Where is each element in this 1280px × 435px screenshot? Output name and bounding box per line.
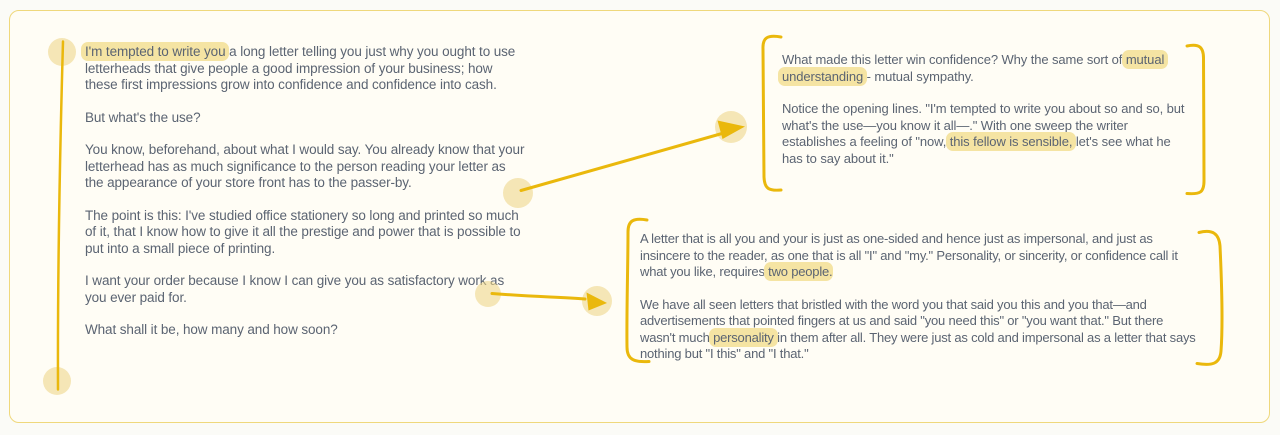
highlighted-text: I'm tempted to write you: [81, 42, 230, 61]
paragraph: What made this letter win confidence? Wh…: [778, 50, 1186, 86]
paragraph: I'm tempted to write you a long letter t…: [81, 42, 525, 94]
text-segment: let's see what he has to say about it.": [782, 134, 1171, 166]
text-segment: I want your order because I know I can g…: [85, 273, 505, 305]
text-segment: in them after all. They were just as col…: [640, 329, 1196, 362]
text-segment: - mutual sympathy.: [863, 68, 974, 84]
text-segment: What made this letter win confidence? Wh…: [782, 52, 1126, 67]
paragraph: What shall it be, how many and how soon?: [85, 322, 525, 339]
letter-text-column: I'm tempted to write you a long letter t…: [81, 42, 525, 355]
text-segment: a long letter telling you just why you o…: [85, 44, 516, 92]
text-segment: The point is this: I've studied office s…: [85, 207, 521, 256]
commentary-note-top: What made this letter win confidence? Wh…: [778, 50, 1186, 183]
text-segment: .: [829, 264, 833, 279]
paragraph: Notice the opening lines. "I'm tempted t…: [782, 101, 1186, 167]
highlighted-text: personality: [709, 327, 778, 347]
text-segment: A letter that is all you and your is jus…: [640, 231, 1178, 279]
paragraph: You know, beforehand, about what I would…: [85, 142, 525, 192]
highlighted-text: two people: [764, 262, 834, 281]
paragraph: A letter that is all you and your is jus…: [640, 231, 1200, 281]
highlighted-text: this fellow is sensible,: [945, 132, 1077, 151]
text-segment: We have all seen letters that bristled w…: [640, 296, 1164, 345]
text-segment: But what's the use?: [85, 109, 201, 125]
text-segment: Notice the opening lines. "I'm tempted t…: [782, 101, 1185, 149]
paragraph: But what's the use?: [85, 110, 525, 127]
paragraph: We have all seen letters that bristled w…: [640, 297, 1200, 363]
paragraph: I want your order because I know I can g…: [85, 273, 525, 306]
text-segment: You know, beforehand, about what I would…: [85, 142, 525, 190]
paragraph: The point is this: I've studied office s…: [85, 208, 525, 258]
commentary-note-bottom: A letter that is all you and your is jus…: [640, 231, 1200, 379]
text-segment: What shall it be, how many and how soon?: [85, 322, 338, 337]
